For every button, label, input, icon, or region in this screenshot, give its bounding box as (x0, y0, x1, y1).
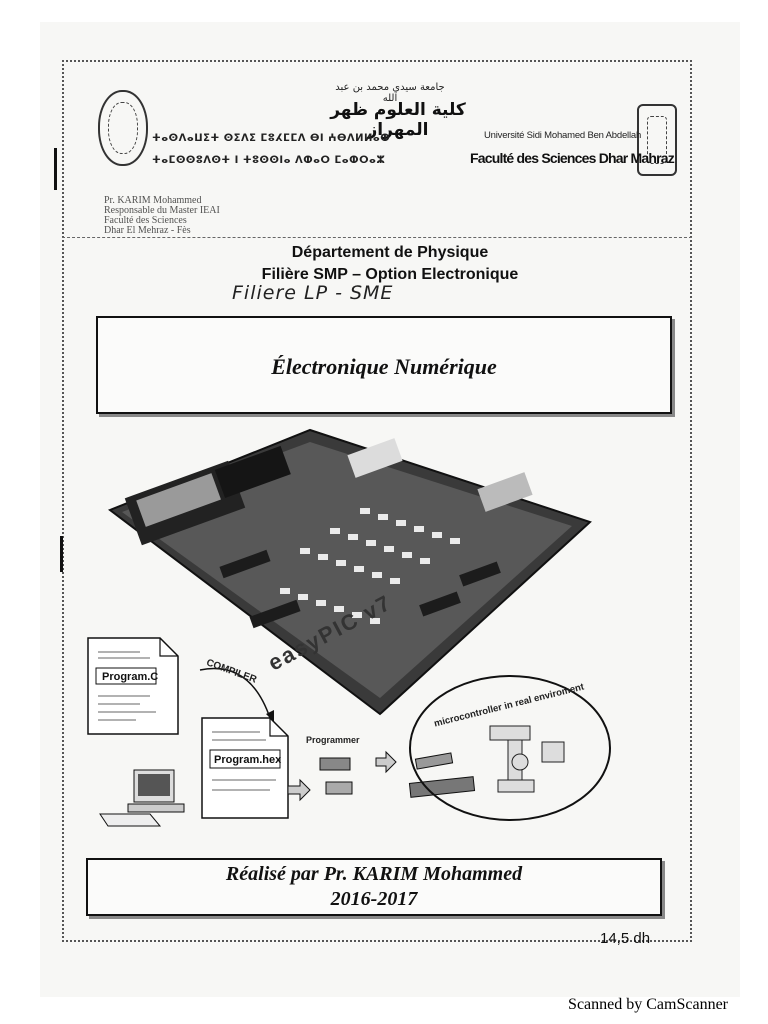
tifinagh-line-1: ⵜⴰⵙⴷⴰⵡⵉⵜ ⵙⵉⴷⵉ ⵎⵓⵃⵎⵎⴷ ⴱⵏ ⵄⴱⴷⵍⵍⴰⵀ (152, 133, 391, 144)
author-line: Réalisé par Pr. KARIM Mohammed (225, 863, 523, 885)
faculty-name: Faculté des Sciences Dhar Mahraz (470, 150, 675, 166)
programmer-label: Programmer (306, 735, 360, 745)
arabic-faculty-name: كلية العلوم ظهر المهراز (330, 100, 466, 140)
department-line: Département de Physique (291, 244, 489, 261)
department-heading: Département de Physique Filière SMP – Op… (130, 242, 650, 286)
stamp-line: Faculté des Sciences (104, 215, 187, 226)
board-icon (408, 776, 476, 798)
course-title: Électronique Numérique (271, 354, 497, 379)
compile-arrow (199, 667, 271, 719)
margin-mark (54, 148, 57, 190)
hex-file-label: Program.hex (214, 754, 282, 766)
author-box: Réalisé par Pr. KARIM Mohammed 2016-2017 (86, 858, 662, 916)
handwritten-note: Filiere LP - SME (232, 282, 394, 304)
real-environment-circle (409, 675, 611, 821)
stamp-line: Responsable du Master IEAI (104, 205, 220, 216)
academic-year: 2016-2017 (330, 888, 418, 910)
author-credit: Réalisé par Pr. KARIM Mohammed 2016-2017 (88, 862, 660, 912)
university-name: Université Sidi Mohamed Ben Abdellah (484, 130, 642, 141)
workflow-diagram: Program.C Program.hex (87, 637, 611, 827)
source-file-icon (87, 637, 179, 735)
university-seal-right (637, 104, 677, 176)
professor-stamp: Pr. KARIM Mohammed Responsable du Master… (104, 196, 220, 236)
programmer-device-icon (319, 757, 353, 795)
robot-arm-icon (489, 725, 565, 793)
hex-to-programmer-arrow (287, 778, 311, 802)
programmer-to-chip-arrow (375, 750, 397, 774)
tifinagh-line-2: ⵜⴰⵎⵙⵙⵓⴷⵙⵜ ⵏ ⵜⵓⵙⵙⵏⴰ ⴷⵀⴰⵔ ⵎⴰⵀⵔⴰⵣ (152, 155, 386, 166)
chip-icon (414, 752, 454, 770)
tifinagh-name: ⵜⴰⵙⴷⴰⵡⵉⵜ ⵙⵉⴷⵉ ⵎⵓⵃⵎⵎⴷ ⴱⵏ ⵄⴱⴷⵍⵍⴰⵀ ⵜⴰⵎⵙⵙⵓⴷⵙ… (152, 128, 390, 172)
stamp-line: Dhar El Mehraz - Fès (104, 225, 191, 236)
computer-icon (99, 769, 185, 827)
header-divider (62, 237, 692, 238)
arabic-university-name: جامعة سيدي محمد بن عبد الله (335, 82, 445, 104)
price-label: 14,5 dh (600, 930, 651, 947)
hex-file-icon (201, 717, 289, 819)
dev-board-image (107, 428, 592, 716)
page-border (62, 60, 692, 942)
scanner-watermark: Scanned by CamScanner (568, 996, 728, 1013)
program-line: Filière SMP – Option Electronique (261, 266, 519, 283)
stamp-line: Pr. KARIM Mohammed (104, 195, 202, 206)
university-seal-left (98, 90, 148, 166)
source-file-label: Program.C (102, 671, 158, 683)
course-title-box: Électronique Numérique (96, 316, 672, 414)
margin-mark (60, 536, 63, 572)
